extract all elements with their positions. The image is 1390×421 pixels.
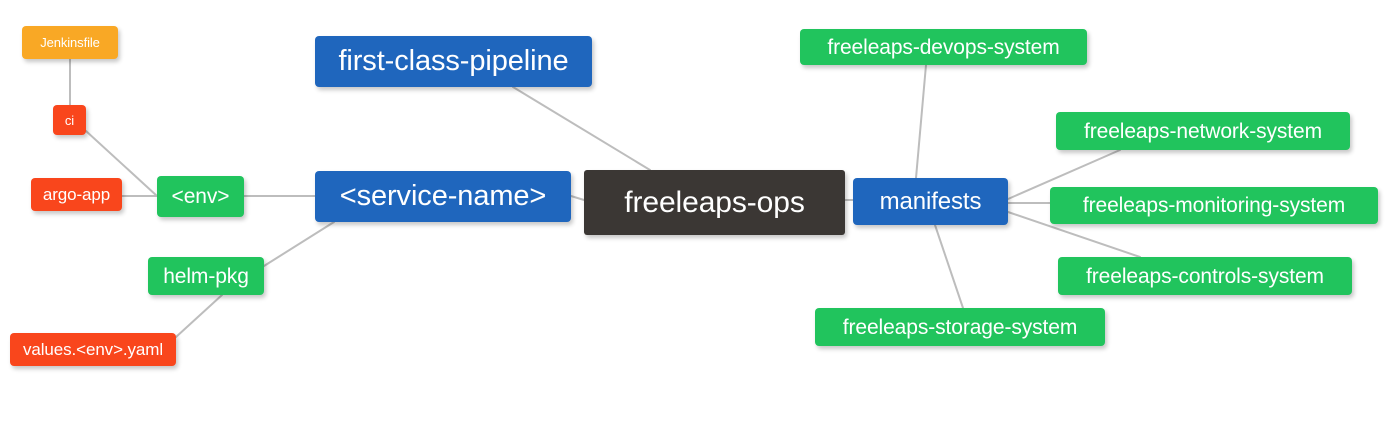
mindmap-edge-service-name-to-freeleaps-ops	[570, 195, 585, 201]
mindmap-node-storage-system[interactable]: freeleaps-storage-system	[815, 308, 1105, 346]
mindmap-node-argo-app[interactable]: argo-app	[31, 178, 122, 211]
mindmap-edge-manifests-to-storage-system	[934, 224, 964, 309]
mindmap-node-controls-system[interactable]: freeleaps-controls-system	[1058, 257, 1352, 295]
mindmap-edge-helm-pkg-to-service-name	[263, 221, 335, 267]
mindmap-node-freeleaps-ops[interactable]: freeleaps-ops	[584, 170, 845, 235]
mindmap-node-jenkinsfile[interactable]: Jenkinsfile	[22, 26, 118, 59]
mindmap-node-service-name[interactable]: <service-name>	[315, 171, 571, 222]
mindmap-node-env[interactable]: <env>	[157, 176, 244, 217]
mindmap-node-network-system[interactable]: freeleaps-network-system	[1056, 112, 1350, 150]
mindmap-edge-first-class-pipeline-to-freeleaps-ops	[512, 86, 651, 171]
mindmap-node-manifests[interactable]: manifests	[853, 178, 1008, 225]
mindmap-edge-values-env-yaml-to-helm-pkg	[175, 294, 223, 338]
mindmap-node-ci[interactable]: ci	[53, 105, 86, 135]
mindmap-edge-manifests-to-devops-system	[915, 64, 927, 179]
mindmap-node-values-env-yaml[interactable]: values.<env>.yaml	[10, 333, 176, 366]
mindmap-node-monitoring-system[interactable]: freeleaps-monitoring-system	[1050, 187, 1378, 224]
mindmap-node-helm-pkg[interactable]: helm-pkg	[148, 257, 264, 295]
mindmap-node-first-class-pipeline[interactable]: first-class-pipeline	[315, 36, 592, 87]
mindmap-node-devops-system[interactable]: freeleaps-devops-system	[800, 29, 1087, 65]
